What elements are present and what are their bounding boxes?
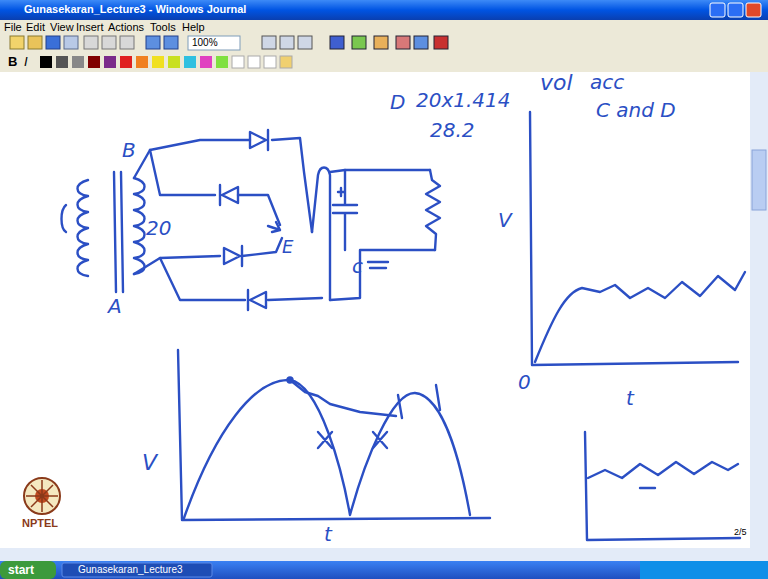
horizontal-scrollbar [0, 548, 768, 561]
graph-note: C and D [596, 100, 676, 120]
italic-button: I [24, 55, 28, 68]
rectified-wave [184, 380, 470, 518]
turns-number: 20 [146, 218, 171, 238]
capacitor-label: c [352, 256, 363, 276]
journal-page [0, 72, 750, 548]
ground-symbol [368, 262, 388, 268]
taskbar [0, 561, 768, 579]
bold-button: B [8, 55, 17, 68]
axis-label: V [498, 210, 512, 230]
vertical-scrollbar [750, 72, 768, 548]
task-button [62, 563, 212, 577]
window-buttons [710, 3, 761, 17]
winding-end: A [108, 296, 122, 316]
toolbar-icons [10, 36, 448, 50]
menu-item: Tools [150, 22, 176, 33]
capacitor-plus [338, 188, 344, 196]
menu-item: File [4, 22, 22, 33]
ripple-mark [640, 487, 655, 489]
bridge-wire [150, 150, 280, 225]
diode-letter: D [390, 92, 405, 112]
graph-axes [178, 350, 490, 520]
menu-item: Edit [26, 22, 45, 33]
voltage-buildup [535, 272, 745, 362]
menu-item: Actions [108, 22, 144, 33]
graph-axes [530, 112, 738, 365]
axis-label: V [142, 452, 157, 474]
logo-text: NPTEL [22, 518, 58, 529]
nptel-logo [24, 478, 60, 514]
graph-note: acc [590, 72, 624, 92]
bridge-output [312, 168, 330, 301]
diode-symbol [250, 130, 268, 150]
node-letter: E [282, 238, 293, 256]
primary-coil [78, 180, 89, 276]
capacitor-symbol [333, 170, 357, 250]
page-number: 2/5 [734, 528, 747, 537]
axis-label: t [324, 524, 332, 544]
menu-item: View [50, 22, 74, 33]
tick-mark [398, 385, 440, 418]
task-label: Gunasekaran_Lecture3 [78, 565, 183, 575]
output-arrow [268, 222, 280, 232]
peak-dot [288, 378, 293, 383]
title-bar [0, 0, 768, 20]
secondary-coil [134, 178, 145, 274]
axis-origin: 0 [518, 372, 531, 392]
diode-symbol [220, 185, 238, 205]
graph-axes [585, 432, 740, 540]
diode-symbol [248, 290, 266, 310]
window-title: Gunasekaran_Lecture3 - Windows Journal [24, 4, 246, 15]
filter-wire [330, 170, 435, 300]
start-label: start [8, 564, 34, 576]
ripple-wave [588, 462, 738, 478]
zoom-box: 100% [192, 38, 218, 48]
menu-item: Help [182, 22, 205, 33]
axis-label: t [626, 388, 634, 408]
transformer-core [114, 172, 123, 292]
cross-mark [318, 432, 387, 448]
graph-note: vol [540, 72, 573, 94]
toolbar-area [0, 20, 768, 72]
system-tray [640, 561, 768, 579]
bridge-wire [134, 238, 282, 274]
capacitor-discharge [290, 380, 396, 416]
peak-calc: 20x1.414 [416, 90, 511, 110]
winding-end: B [122, 140, 136, 160]
primary-lead [62, 205, 67, 232]
color-palette [40, 56, 292, 68]
diode-symbol [224, 246, 242, 266]
scroll-thumb [752, 150, 766, 210]
start-button [0, 561, 56, 579]
peak-value: 28.2 [430, 120, 475, 140]
menu-item: Insert [76, 22, 104, 33]
resistor-symbol [426, 170, 440, 250]
